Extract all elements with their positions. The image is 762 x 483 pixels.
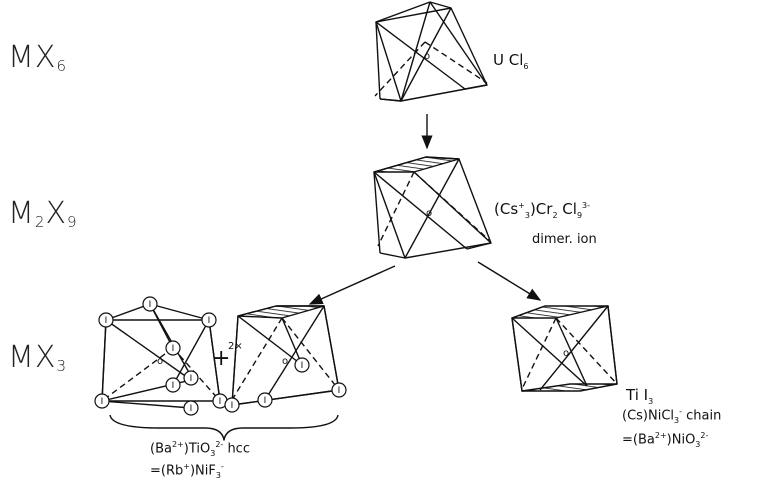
row-label-mx6: MX6 [8,40,67,75]
label-rbnif3: =(Rb+)NiF3- [150,462,224,480]
label-til3: Ti I3 [626,386,654,406]
vertex-markers-left: I I I I I I I I I [94,296,228,416]
vertex-marker: I [224,397,240,413]
vertex-marker: I [257,392,273,408]
label-cs-cr2cl9: (Cs+3)Cr2 Cl93- [494,200,591,220]
octahedron-mx3-middle [231,305,340,406]
arrow-right-down [477,261,542,301]
vertex-marker-label: I [172,381,175,391]
center-marker-ucl6: o [424,51,430,62]
center-markers: o o o o o [157,51,569,367]
vertex-marker: I [165,340,181,356]
vertex-marker-label: I [149,300,152,310]
label-dimer-ion: dimer. ion [532,232,597,247]
label-ucl6: U Cl6 [493,51,529,71]
vertex-marker-label: I [301,361,304,371]
center-marker-til3: o [563,348,569,359]
octahedron-ucl6 [374,1,488,102]
vertex-marker-label: I [208,316,211,326]
label-2x: 2× [228,341,243,352]
vertex-marker: I [165,377,181,393]
vertex-marker-label: I [338,386,341,396]
octahedron-til3 [511,305,618,392]
label-plus: + [212,346,231,371]
vertex-marker-label: I [172,344,175,354]
vertex-marker-label: I [219,397,222,407]
vertex-marker-label: I [264,396,267,406]
vertex-marker-label: I [190,404,193,414]
vertex-marker: I [142,296,158,312]
vertex-marker: I [94,393,110,409]
vertex-marker-label: I [101,397,104,407]
brace [109,414,339,441]
vertex-marker: I [183,370,199,386]
vertex-marker-label: I [231,401,234,411]
row-label-m2x9: M2X9 [8,196,78,231]
label-banio3: =(Ba2+)NiO32- [622,431,709,449]
label-batio3-hcc: (Ba2+)TiO32- hcc [150,440,250,458]
vertex-marker: I [201,312,217,328]
octahedron-cr2cl9 [373,156,492,259]
vertex-marker: I [331,382,347,398]
arrow-left-down [308,265,396,305]
vertex-marker: I [183,400,199,416]
center-marker-middle: o [282,356,288,367]
vertex-marker-label: I [105,316,108,326]
vertex-marker: I [294,357,310,373]
center-marker-cr2cl9: o [426,208,432,219]
vertex-markers-middle: I I I I [224,357,347,413]
label-csnicl3-chain: (Cs)NiCl3- chain [622,407,722,425]
row-label-mx3: MX3 [8,340,67,375]
vertex-marker-label: I [190,374,193,384]
center-marker-batio3: o [157,356,163,367]
vertex-marker: I [98,312,114,328]
